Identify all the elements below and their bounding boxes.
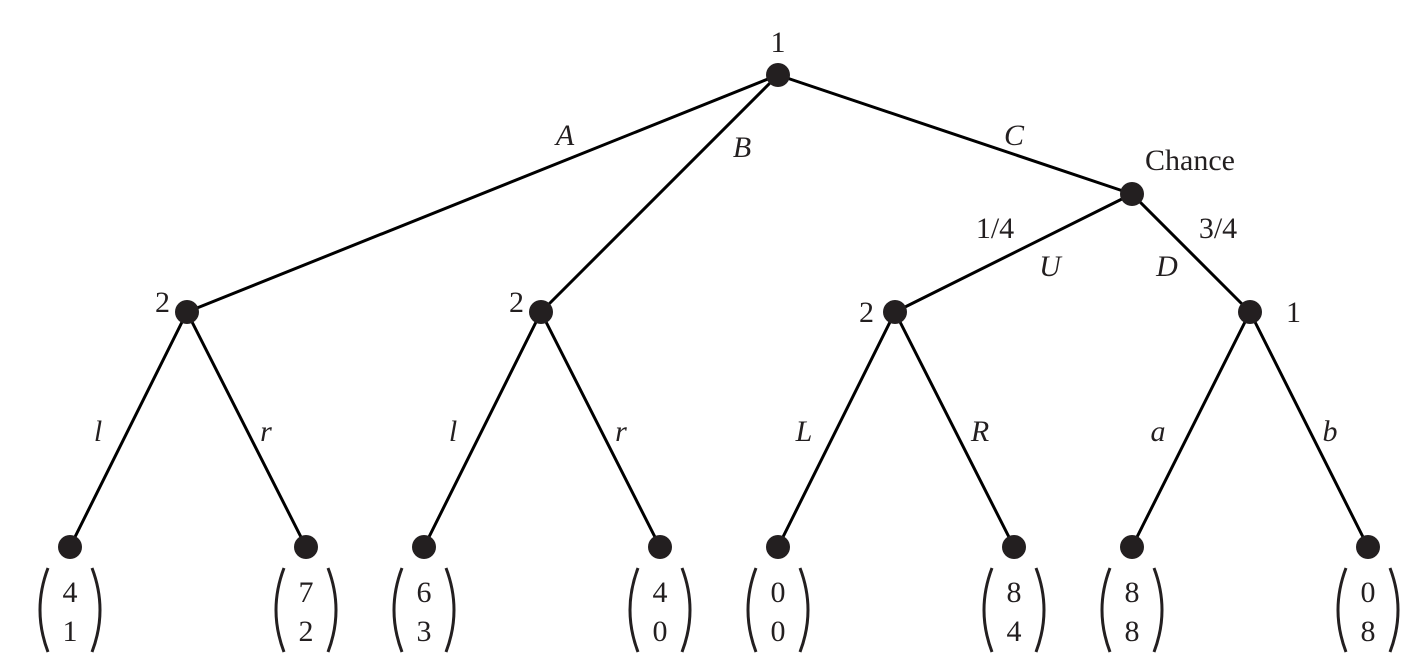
payoff-vector-2: 72 [274,567,338,653]
edge-chance-D [1130,192,1252,314]
right-parenthesis [1152,567,1164,653]
probability-D: 3/4 [1199,212,1237,245]
edge-root-C [776,73,1134,196]
move-label-C: C [1004,119,1025,152]
left-parenthesis [746,567,758,653]
right-parenthesis [798,567,810,653]
payoff-player1: 7 [299,576,314,609]
move-label-A-l: l [94,415,102,448]
payoff-vector-6: 84 [982,567,1046,653]
chance-label: Chance [1145,144,1235,177]
edge-U-L [776,310,897,549]
root-node [766,63,790,87]
edge-root-B [539,73,780,314]
payoff-vector-4: 40 [628,567,692,653]
payoff-player2: 2 [299,615,314,648]
payoff-vector-8: 08 [1336,567,1400,653]
probability-U: 1/4 [976,212,1014,245]
edge-chance-U [893,192,1134,314]
payoff-player1: 6 [417,576,432,609]
payoff-player1: 8 [1125,576,1140,609]
left-parenthesis [274,567,286,653]
node-after-U [883,300,907,324]
right-parenthesis [90,567,102,653]
edge-D-b [1248,310,1370,549]
right-parenthesis [1034,567,1046,653]
payoff-player1: 8 [1007,576,1022,609]
player-label-after-U: 2 [859,296,874,329]
left-parenthesis [1336,567,1348,653]
left-parenthesis [982,567,994,653]
move-label-U-R: R [970,415,989,448]
edge-D-a [1130,310,1252,549]
terminal-node-6 [1002,535,1026,559]
edge-A-r [185,310,308,549]
node-after-B [529,300,553,324]
edge-A-l [68,310,189,549]
terminal-node-5 [766,535,790,559]
edge-root-A [185,73,780,314]
player-label-after-B: 2 [509,286,524,319]
chance-node [1120,182,1144,206]
move-label-A-r: r [260,415,272,448]
move-label-A: A [554,119,575,152]
player-labels: 1 Chance 2 2 2 1 [155,26,1301,329]
payoff-player1: 4 [63,576,78,609]
payoff-vector-1: 41 [38,567,102,653]
move-label-D: D [1155,250,1178,283]
tree-nodes [58,63,1380,559]
move-label-U: U [1039,250,1063,283]
payoff-player2: 1 [63,615,78,648]
move-label-B-r: r [615,415,627,448]
terminal-node-3 [412,535,436,559]
right-parenthesis [444,567,456,653]
node-after-A [175,300,199,324]
payoff-player1: 4 [653,576,668,609]
node-after-D [1238,300,1262,324]
payoff-vector-7: 88 [1100,567,1164,653]
move-label-U-L: L [795,415,813,448]
move-labels: A B C U D l r l r L R a b [94,119,1338,448]
terminal-node-8 [1356,535,1380,559]
move-label-D-a: a [1151,415,1166,448]
payoff-vector-5: 00 [746,567,810,653]
payoff-player1: 0 [771,576,786,609]
chance-probabilities: 1/4 3/4 [976,212,1237,245]
player-label-after-A: 2 [155,286,170,319]
right-parenthesis [1388,567,1400,653]
terminal-node-2 [294,535,318,559]
left-parenthesis [392,567,404,653]
payoff-player2: 0 [771,615,786,648]
terminal-node-7 [1120,535,1144,559]
payoff-player2: 0 [653,615,668,648]
payoff-player2: 8 [1361,615,1376,648]
payoff-vector-3: 63 [392,567,456,653]
edge-U-R [893,310,1016,549]
payoff-player2: 3 [417,615,432,648]
player-label-root: 1 [771,26,786,59]
terminal-node-4 [648,535,672,559]
player-label-after-D: 1 [1286,296,1301,329]
payoff-player1: 0 [1361,576,1376,609]
left-parenthesis [38,567,50,653]
edge-B-l [422,310,543,549]
move-label-B: B [733,131,751,164]
tree-edges [68,73,1370,549]
right-parenthesis [326,567,338,653]
move-label-D-b: b [1323,415,1338,448]
left-parenthesis [1100,567,1112,653]
right-parenthesis [680,567,692,653]
payoff-player2: 8 [1125,615,1140,648]
terminal-node-1 [58,535,82,559]
move-label-B-l: l [449,415,457,448]
payoff-player2: 4 [1007,615,1022,648]
edge-B-r [539,310,662,549]
left-parenthesis [628,567,640,653]
